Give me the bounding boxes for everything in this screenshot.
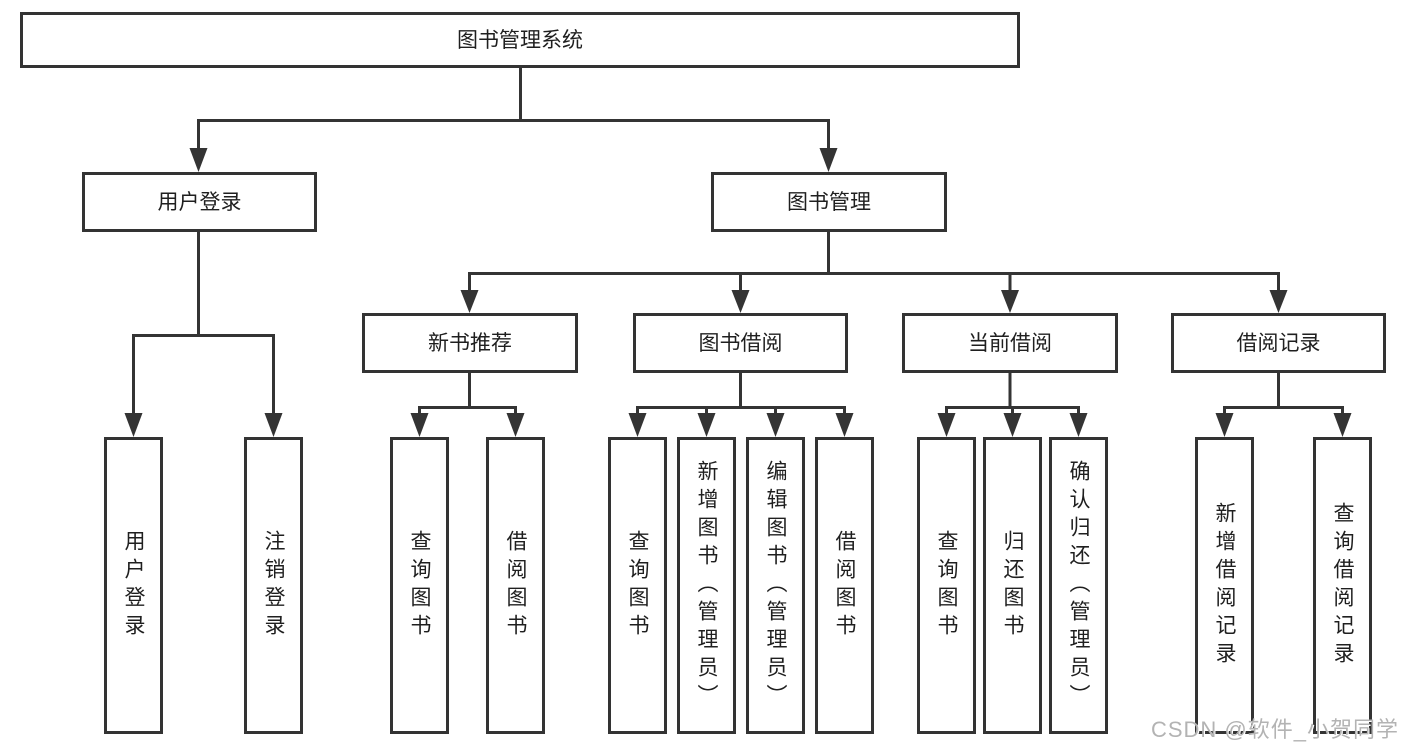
node-book-management: 图书管理 <box>711 172 947 232</box>
node-user-login: 用户登录 <box>82 172 317 232</box>
node-leaf-edit-book-admin: 编辑图书（管理员） <box>746 437 805 734</box>
node-leaf-confirm-return-admin: 确认归还（管理员） <box>1049 437 1108 734</box>
node-book-borrow: 图书借阅 <box>633 313 848 373</box>
node-leaf-add-borrow-record: 新增借阅记录 <box>1195 437 1254 734</box>
node-leaf-logout: 注销登录 <box>244 437 303 734</box>
node-leaf-query-book-recommend: 查询图书 <box>390 437 449 734</box>
csdn-watermark: CSDN @软件_小贺同学 <box>1150 717 1399 742</box>
node-leaf-borrow-book-recommend: 借阅图书 <box>486 437 545 734</box>
node-leaf-query-borrow-record: 查询借阅记录 <box>1313 437 1372 734</box>
node-leaf-user-login: 用户登录 <box>104 437 163 734</box>
node-leaf-return-book: 归还图书 <box>983 437 1042 734</box>
node-library-management-system: 图书管理系统 <box>20 12 1020 68</box>
node-leaf-query-book-borrow: 查询图书 <box>608 437 667 734</box>
node-borrow-records: 借阅记录 <box>1171 313 1386 373</box>
node-leaf-add-book-admin: 新增图书（管理员） <box>677 437 736 734</box>
node-leaf-query-book-current: 查询图书 <box>917 437 976 734</box>
node-current-borrow: 当前借阅 <box>902 313 1118 373</box>
node-new-book-recommend: 新书推荐 <box>362 313 578 373</box>
node-leaf-borrow-book: 借阅图书 <box>815 437 874 734</box>
